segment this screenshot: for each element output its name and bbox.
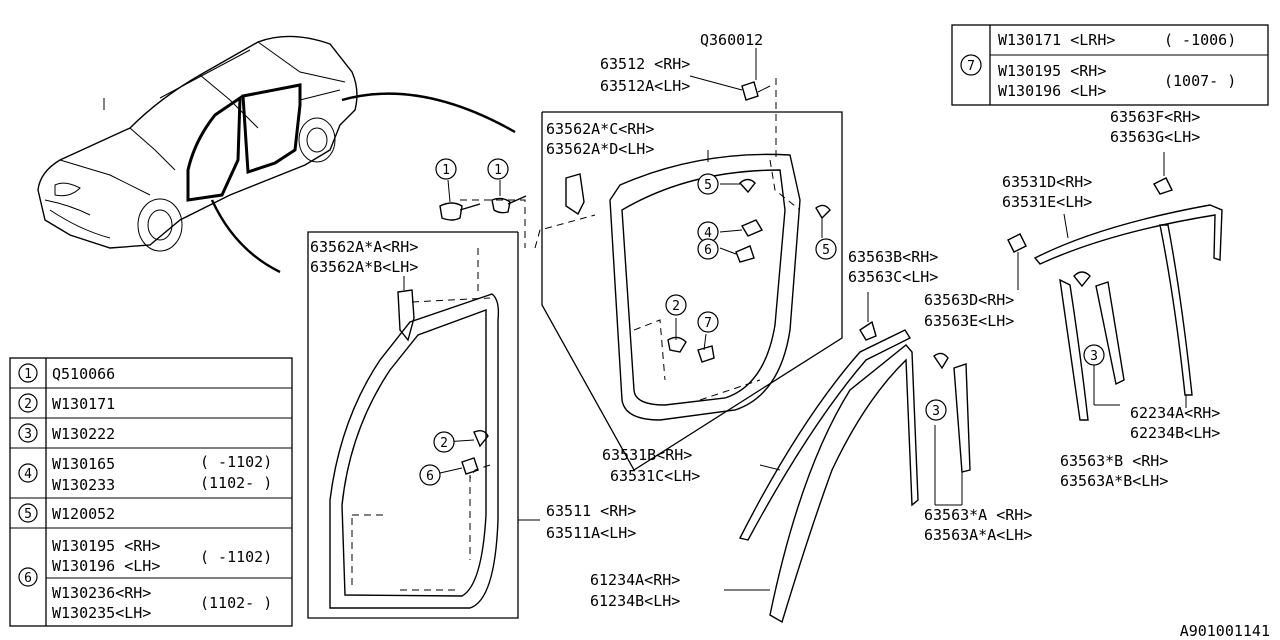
legend-note: (1102- ) <box>200 594 272 612</box>
legend7-num: 7 <box>967 59 975 74</box>
marker-num: 6 <box>426 469 434 484</box>
callout: 63531E<LH> <box>1002 193 1092 211</box>
callout: 63562A*D<LH> <box>546 140 654 158</box>
rear-door-weatherstrip <box>534 48 843 471</box>
callout: 63562A*A<RH> <box>310 238 418 256</box>
legend7-part: W130171 <LRH> <box>998 31 1115 49</box>
rear-door-molding <box>1007 152 1223 421</box>
callout: 61234B<LH> <box>590 592 680 610</box>
legend-num: 5 <box>24 507 32 522</box>
callout: Q360012 <box>700 31 763 49</box>
car-illustration <box>37 35 516 274</box>
callout: 63511 <RH> <box>546 502 636 520</box>
legend-num: 4 <box>24 467 32 482</box>
legend7-part: W130195 <RH> <box>998 62 1106 80</box>
marker-num: 5 <box>704 178 712 193</box>
legend7-part: W130196 <LH> <box>998 82 1106 100</box>
callout: 63512A<LH> <box>600 77 690 95</box>
legend-part: W120052 <box>52 505 115 523</box>
bolt-parts <box>439 179 527 221</box>
marker-num: 7 <box>704 316 712 331</box>
legend-part: W130195 <RH> <box>52 537 160 555</box>
legend-part: W130171 <box>52 395 115 413</box>
marker-num: 4 <box>704 226 712 241</box>
callout: 63563C<LH> <box>848 268 938 286</box>
legend-part: W130233 <box>52 476 115 494</box>
legend-part: W130165 <box>52 455 115 473</box>
callout: 63563*A <RH> <box>924 506 1032 524</box>
legend-part: W130196 <LH> <box>52 557 160 575</box>
legend-num: 1 <box>24 367 32 382</box>
callout: 63562A*C<RH> <box>546 120 654 138</box>
callout: 63563*B <RH> <box>1060 452 1168 470</box>
marker-num: 3 <box>1090 349 1098 364</box>
callout: 63563A*B<LH> <box>1060 472 1168 490</box>
callout: 63511A<LH> <box>546 524 636 542</box>
legend-table: 1 2 3 4 5 6 Q510066 W130171 W130222 W130… <box>9 357 293 627</box>
bolt-link-dashed <box>460 199 526 248</box>
legend7-note: ( -1006) <box>1164 31 1236 49</box>
legend-num: 2 <box>24 397 32 412</box>
legend-num: 6 <box>24 571 32 586</box>
callout: 62234B<LH> <box>1130 424 1220 442</box>
callout: 63563A*A<LH> <box>924 526 1032 544</box>
callout: 63563D<RH> <box>924 291 1014 309</box>
callout: 63563G<LH> <box>1110 128 1200 146</box>
marker-num: 3 <box>932 404 940 419</box>
callout: 62234A<RH> <box>1130 404 1220 422</box>
callout: 63531D<RH> <box>1002 173 1092 191</box>
callout: 61234A<RH> <box>590 571 680 589</box>
callout: 63563F<RH> <box>1110 108 1200 126</box>
number-markers: 1 1 5 4 6 2 7 5 2 6 3 3 <box>419 158 1105 486</box>
legend-note: ( -1102) <box>200 548 272 566</box>
legend-note: ( -1102) <box>200 453 272 471</box>
marker-num: 6 <box>704 243 712 258</box>
legend7-table: 7 W130171 <LRH> ( -1006) W130195 <RH> (1… <box>951 24 1269 106</box>
callout: 63563E<LH> <box>924 312 1014 330</box>
callout: 63531C<LH> <box>610 467 700 485</box>
marker-num: 2 <box>672 299 680 314</box>
callout: 63562A*B<LH> <box>310 258 418 276</box>
callout: 63512 <RH> <box>600 55 690 73</box>
marker-num: 1 <box>494 163 502 178</box>
legend-num: 3 <box>24 427 32 442</box>
legend-num-markers: 1 2 3 4 5 6 <box>18 363 38 587</box>
front-door-molding <box>724 292 971 624</box>
legend-note: (1102- ) <box>200 474 272 492</box>
callout: 63531B<RH> <box>602 446 692 464</box>
legend-part: W130236<RH> <box>52 584 151 602</box>
callout: 63563B<RH> <box>848 248 938 266</box>
leader-lines <box>403 75 743 290</box>
diagram-code: A901001141 <box>1180 622 1270 640</box>
marker-num: 5 <box>822 243 830 258</box>
front-door-weatherstrip <box>307 231 540 619</box>
legend7-note: (1007- ) <box>1164 72 1236 90</box>
legend-part: W130222 <box>52 425 115 443</box>
legend-part: W130235<LH> <box>52 604 151 622</box>
marker-num: 2 <box>440 436 448 451</box>
callout-labels: Q360012 63512 <RH> 63512A<LH> 63562A*C<R… <box>310 31 1270 640</box>
marker-num: 1 <box>442 163 450 178</box>
legend-part: Q510066 <box>52 365 115 383</box>
